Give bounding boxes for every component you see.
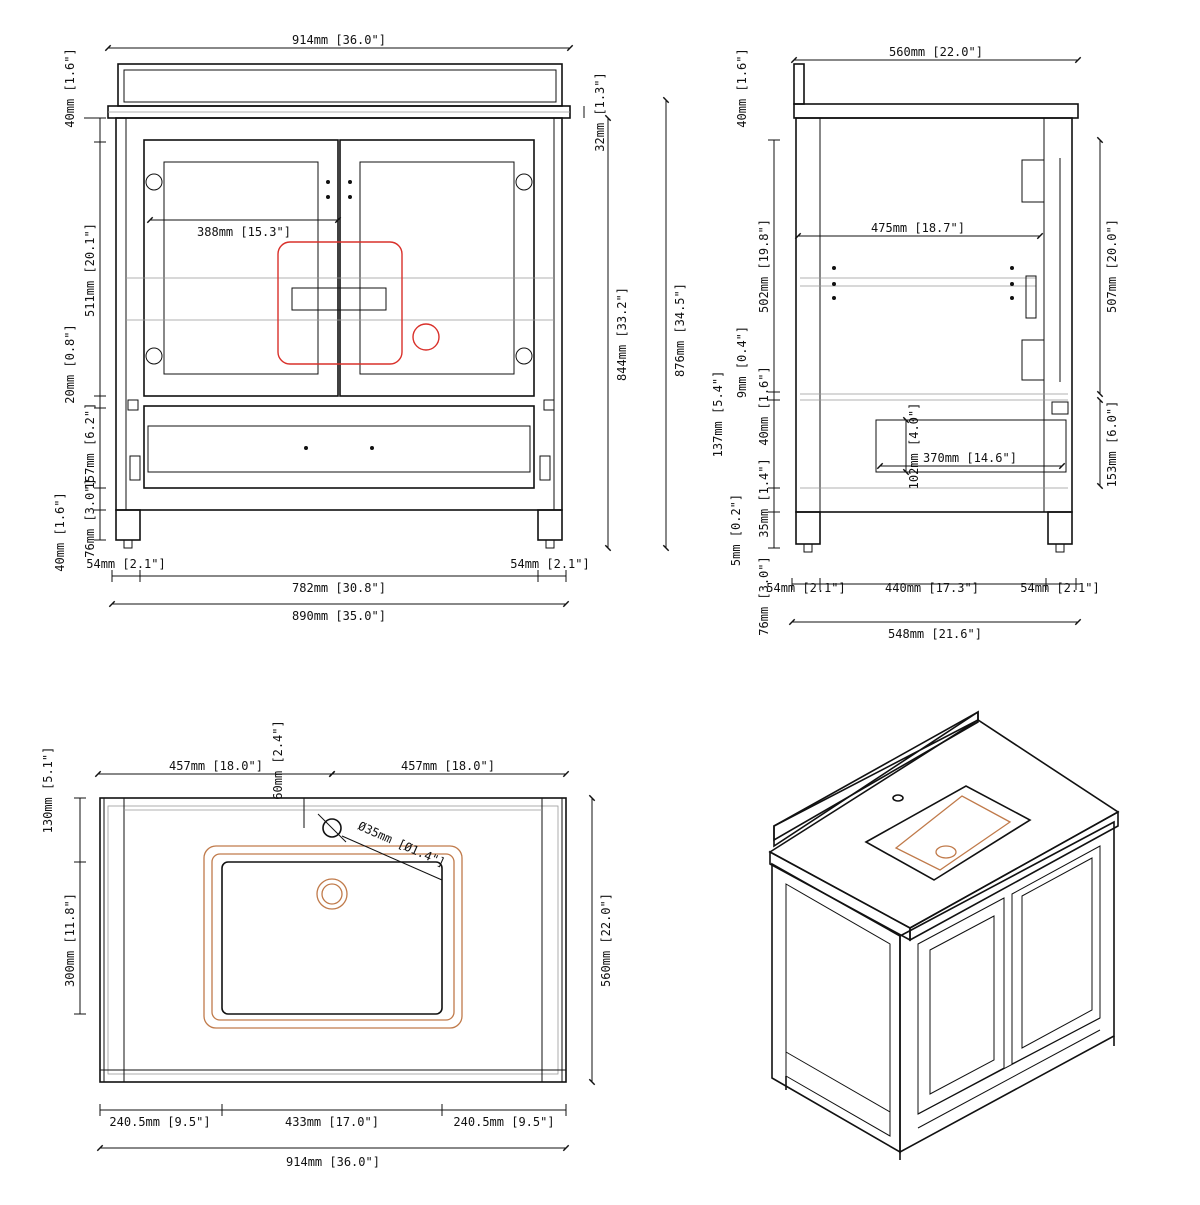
side-rail-35: 35mm [1.4"] <box>757 458 771 537</box>
top-half-left: 457mm [18.0"] <box>169 759 263 773</box>
top-sink-depth: 300mm [11.8"] <box>63 893 77 987</box>
side-backsplash-height: 40mm [1.6"] <box>735 48 749 127</box>
front-body-height: 844mm [33.2"] <box>615 287 629 381</box>
front-leg-right: 54mm [2.1"] <box>510 557 589 571</box>
side-rail-9: 9mm [0.4"] <box>735 326 749 398</box>
side-gap-5: 5mm [0.2"] <box>729 494 743 566</box>
top-hole-offset: 60mm [2.4"] <box>271 720 285 799</box>
side-leg-left: 54mm [2.1"] <box>766 581 845 595</box>
side-inner-span: 440mm [17.3"] <box>885 581 979 595</box>
side-drawer-153: 153mm [6.0"] <box>1105 401 1119 488</box>
top-total-width: 914mm [36.0"] <box>286 1155 380 1169</box>
front-cabinet-width: 890mm [35.0"] <box>292 609 386 623</box>
front-bottom-rail: 40mm [1.6"] <box>53 492 67 571</box>
side-right-height: 507mm [20.0"] <box>1105 219 1119 313</box>
front-top-thickness: 32mm [1.3"] <box>593 72 607 151</box>
front-total-height: 876mm [34.5"] <box>673 283 687 377</box>
side-drawer-137: 137mm [5.4"] <box>711 371 725 458</box>
side-door-height: 502mm [19.8"] <box>757 219 771 313</box>
side-top-depth: 560mm [22.0"] <box>889 45 983 59</box>
side-drawer-box-height: 102mm [4.0"] <box>907 403 921 490</box>
front-rail: 20mm [0.8"] <box>63 324 77 403</box>
front-inner-span: 782mm [30.8"] <box>292 581 386 595</box>
top-sink-width: 433mm [17.0"] <box>285 1115 379 1129</box>
side-drawer-box-depth: 370mm [14.6"] <box>923 451 1017 465</box>
top-side-left: 240.5mm [9.5"] <box>109 1115 210 1129</box>
isometric-view <box>768 710 1120 1160</box>
front-top-width: 914mm [36.0"] <box>292 33 386 47</box>
top-depth: 560mm [22.0"] <box>599 893 613 987</box>
side-rail-40: 40mm [1.6"] <box>757 366 771 445</box>
side-elevation: 560mm [22.0"] 40mm [1.6"] 475mm [18.7"] … <box>711 45 1119 641</box>
front-leg-left: 54mm [2.1"] <box>86 557 165 571</box>
top-side-right: 240.5mm [9.5"] <box>453 1115 554 1129</box>
side-cabinet-depth: 548mm [21.6"] <box>888 627 982 641</box>
side-inner-depth: 475mm [18.7"] <box>871 221 965 235</box>
front-leg-gap: 76mm [3.0"] <box>83 478 97 557</box>
front-backsplash-height: 40mm [1.6"] <box>63 48 77 127</box>
front-inner-width: 388mm [15.3"] <box>197 225 291 239</box>
side-leg-76: 76mm [3.0"] <box>757 556 771 635</box>
top-view: 457mm [18.0"] 457mm [18.0"] 60mm [2.4"] … <box>41 720 613 1169</box>
side-leg-right: 54mm [2.1"] <box>1020 581 1099 595</box>
top-half-right: 457mm [18.0"] <box>401 759 495 773</box>
top-edge-130: 130mm [5.1"] <box>41 747 55 834</box>
front-door-height: 511mm [20.1"] <box>83 223 97 317</box>
front-drawer-height: 157mm [6.2"] <box>83 403 97 490</box>
front-elevation: 914mm [36.0"] 388mm [15.3"] 40mm [1.6"] … <box>53 33 687 623</box>
